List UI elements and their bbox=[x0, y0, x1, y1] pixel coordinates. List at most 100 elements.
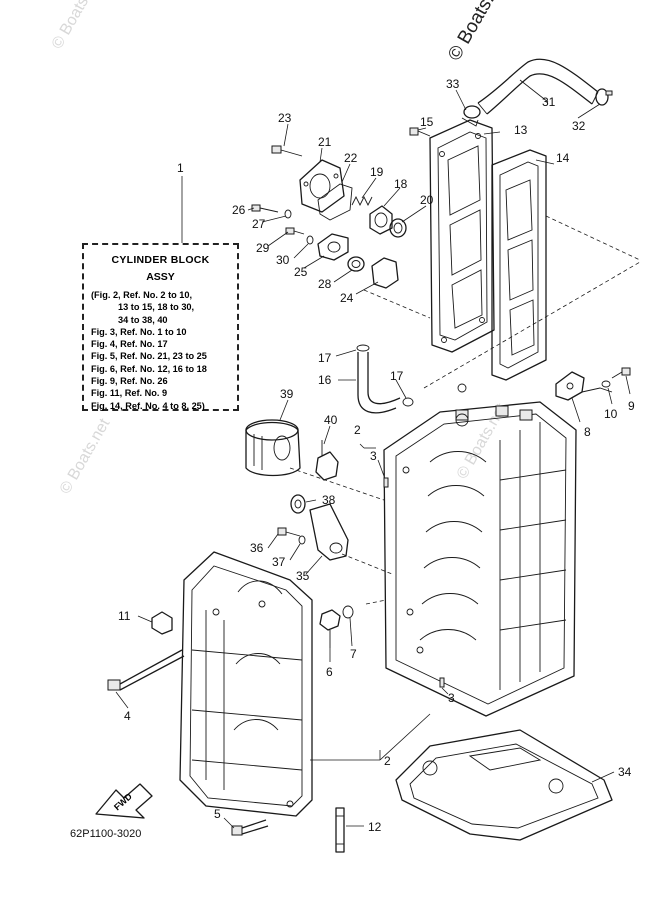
legend-line: (Fig. 2, Ref. No. 2 to 10, bbox=[91, 290, 193, 300]
callout-5: 5 bbox=[214, 807, 221, 821]
callout-15: 15 bbox=[420, 115, 434, 129]
callout-23: 23 bbox=[278, 111, 292, 125]
callout-14: 14 bbox=[556, 151, 570, 165]
callout-16: 16 bbox=[318, 373, 332, 387]
callout-20: 20 bbox=[420, 193, 434, 207]
watermark-top-left: © Boats.net bbox=[49, 0, 106, 52]
callout-27: 27 bbox=[252, 217, 266, 231]
exhaust-cover-part-13 bbox=[429, 119, 495, 353]
legend-line: Fig. 3, Ref. No. 1 to 10 bbox=[91, 326, 187, 337]
washer-part-37 bbox=[298, 535, 306, 545]
spring-part-19 bbox=[351, 195, 373, 207]
callout-34: 34 bbox=[618, 765, 632, 779]
legend-line: Fig. 11, Ref. No. 9 bbox=[91, 388, 168, 399]
forward-direction-arrow: FWD bbox=[95, 783, 153, 819]
cylinder-block-assy-legend: CYLINDER BLOCK ASSY (Fig. 2, Ref. No. 2 … bbox=[82, 243, 239, 411]
callout-32: 32 bbox=[572, 119, 586, 133]
callout-28: 28 bbox=[318, 277, 332, 291]
bolt-part-15 bbox=[409, 127, 431, 137]
watermark-top-right: © Boats.net bbox=[444, 0, 512, 65]
clamp-part-17-lower bbox=[402, 397, 414, 407]
bolt-part-9 bbox=[611, 367, 631, 379]
bolt-part-36 bbox=[277, 527, 301, 537]
cover-part-25 bbox=[317, 233, 349, 261]
callout-12: 12 bbox=[368, 820, 382, 834]
oil-filter-stud-part-40 bbox=[315, 440, 339, 481]
callout-37: 37 bbox=[272, 555, 286, 569]
legend-line: 34 to 38, 40 bbox=[118, 314, 168, 325]
callout-numbers: 1 2 2 3 3 4 5 6 7 8 9 10 11 12 13 14 15 … bbox=[118, 77, 635, 834]
callout-6: 6 bbox=[326, 665, 333, 679]
callout-10: 10 bbox=[604, 407, 618, 421]
legend-title: CYLINDER BLOCK bbox=[111, 254, 210, 266]
bolt-part-5 bbox=[231, 819, 269, 836]
bolt-part-26 bbox=[251, 204, 279, 213]
grommet-part-28 bbox=[347, 256, 365, 272]
callout-17-lower: 17 bbox=[390, 369, 404, 383]
washer-part-7 bbox=[342, 605, 354, 619]
oil-filter-part-39 bbox=[245, 419, 301, 477]
callout-3-upper: 3 bbox=[370, 449, 377, 463]
legend-line: Fig. 14, Ref. No. 4 to 8, 25) bbox=[91, 400, 205, 411]
bracket-part-35 bbox=[309, 503, 349, 561]
callout-18: 18 bbox=[394, 177, 408, 191]
thermostat-part-18 bbox=[369, 205, 393, 235]
washer-part-10 bbox=[601, 380, 611, 388]
callout-13: 13 bbox=[514, 123, 528, 137]
bolt-part-6 bbox=[319, 609, 341, 648]
callout-22: 22 bbox=[344, 151, 358, 165]
callout-19: 19 bbox=[370, 165, 384, 179]
crankcase-part-2 bbox=[179, 551, 313, 817]
callout-1: 1 bbox=[177, 161, 184, 175]
dowel-pin-part-3-upper bbox=[383, 477, 389, 488]
callout-11: 11 bbox=[118, 609, 131, 623]
dowel-pin-part-3-lower bbox=[439, 677, 445, 688]
cylinder-block-part-1 bbox=[383, 383, 577, 717]
bolt-part-29 bbox=[285, 227, 305, 235]
callout-26: 26 bbox=[232, 203, 246, 217]
callout-25: 25 bbox=[294, 265, 308, 279]
callout-29: 29 bbox=[256, 241, 270, 255]
washer-part-30 bbox=[306, 235, 314, 245]
clamp-part-17-upper bbox=[356, 344, 370, 352]
hose-clamp-part-32 bbox=[595, 88, 613, 106]
gasket-part-22 bbox=[317, 183, 353, 221]
callout-24: 24 bbox=[340, 291, 354, 305]
bushing-part-38 bbox=[290, 494, 306, 514]
exhaust-cover-gasket-part-14 bbox=[491, 149, 547, 381]
callout-40: 40 bbox=[324, 413, 338, 427]
callout-8: 8 bbox=[584, 425, 591, 439]
legend-line: Fig. 4, Ref. No. 17 bbox=[91, 339, 168, 350]
callout-21: 21 bbox=[318, 135, 332, 149]
legend-line: Fig. 6, Ref. No. 12, 16 to 18 bbox=[91, 363, 207, 374]
callout-7: 7 bbox=[350, 647, 357, 661]
legend-line: 13 to 15, 18 to 30, bbox=[118, 302, 195, 313]
callout-33: 33 bbox=[446, 77, 460, 91]
callout-35: 35 bbox=[296, 569, 310, 583]
bracket-part-8 bbox=[555, 371, 613, 401]
diagram-code: 62P1100-3020 bbox=[70, 828, 142, 840]
bolt-part-4 bbox=[107, 649, 185, 691]
water-hose-part-31 bbox=[477, 58, 599, 115]
callout-9: 9 bbox=[628, 399, 635, 413]
callout-3-lower: 3 bbox=[448, 691, 455, 705]
plug-part-11 bbox=[151, 611, 173, 635]
hose-part-16 bbox=[357, 352, 401, 414]
callout-2-lower: 2 bbox=[384, 754, 391, 768]
callout-36: 36 bbox=[250, 541, 264, 555]
legend-line: Fig. 9, Ref. No. 26 bbox=[91, 376, 168, 387]
callout-2-upper: 2 bbox=[354, 423, 361, 437]
callout-4: 4 bbox=[124, 709, 131, 723]
bolt-part-23 bbox=[271, 145, 303, 157]
watermark-mid-left: © Boats.net bbox=[57, 415, 114, 497]
legend-line: Fig. 5, Ref. No. 21, 23 to 25 bbox=[91, 351, 207, 362]
gasket-part-20 bbox=[389, 218, 407, 238]
gasket-part-34 bbox=[395, 729, 613, 841]
callout-30: 30 bbox=[276, 253, 290, 267]
stud-bolt-part-12 bbox=[335, 807, 345, 853]
callout-39: 39 bbox=[280, 387, 294, 401]
washer-part-27 bbox=[284, 209, 292, 219]
leader-lines bbox=[115, 79, 641, 829]
legend-subtitle: ASSY bbox=[146, 271, 175, 283]
